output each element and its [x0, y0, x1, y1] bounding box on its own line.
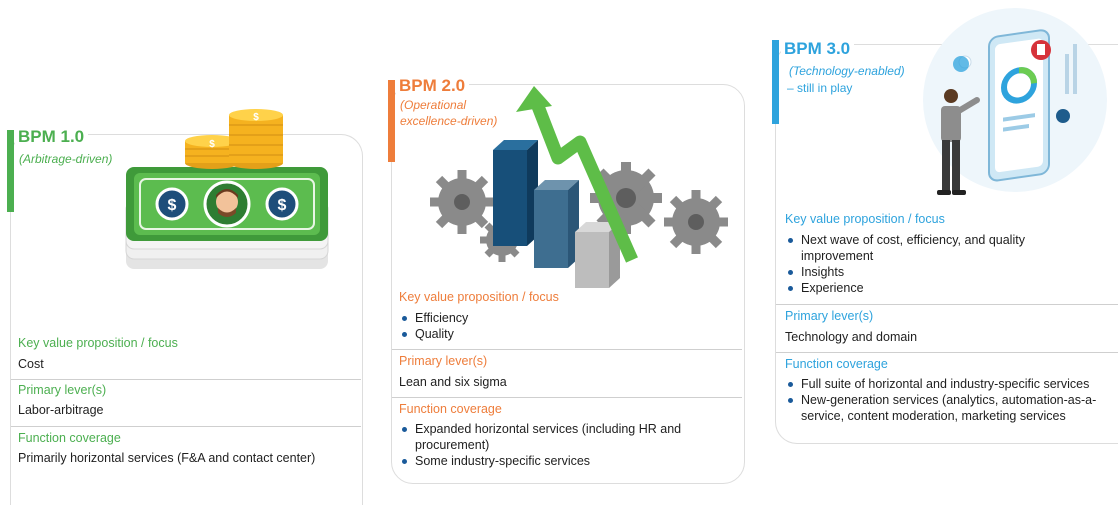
- bpm2-lever-heading: Primary lever(s): [399, 354, 488, 368]
- list-item: Some industry-specific services: [399, 453, 734, 469]
- svg-text:$: $: [168, 197, 177, 214]
- bpm2-coverage-heading: Function coverage: [399, 402, 502, 416]
- list-item: Quality: [399, 326, 729, 342]
- bpm1-divider-2: [11, 426, 361, 427]
- bpm2-title: BPM 2.0: [396, 77, 470, 95]
- list-item: Experience: [785, 280, 1085, 296]
- list-item: Next wave of cost, efficiency, and quali…: [785, 232, 1085, 264]
- bpm1-lever-heading: Primary lever(s): [18, 383, 107, 397]
- svg-text:$: $: [253, 112, 259, 123]
- bpm3-accent-bar: [772, 40, 779, 124]
- bpm3-coverage-heading: Function coverage: [785, 357, 888, 371]
- bpm2-subtitle-line2: excellence-driven): [400, 114, 498, 128]
- person-with-digital-screen-icon: [915, 4, 1115, 206]
- bpm1-divider-1: [11, 379, 361, 380]
- bpm1-coverage-body: Primarily horizontal services (F&A and c…: [18, 451, 316, 465]
- bpm3-title: BPM 3.0: [781, 40, 855, 58]
- bpm1-subtitle: (Arbitrage-driven): [19, 152, 113, 166]
- bpm2-value-list: Efficiency Quality: [399, 310, 729, 342]
- bpm3-subtitle: (Technology-enabled): [789, 64, 905, 78]
- list-item: Insights: [785, 264, 1085, 280]
- svg-text:$: $: [278, 197, 287, 214]
- bpm3-divider-1: [776, 304, 1118, 305]
- bpm3-lever-heading: Primary lever(s): [785, 309, 874, 323]
- bpm1-accent-bar: [7, 130, 14, 212]
- bpm3-lever-body: Technology and domain: [785, 330, 918, 344]
- bpm2-divider-2: [392, 397, 742, 398]
- bpm2-subtitle-line1: (Operational: [400, 98, 467, 112]
- bpm1-title: BPM 1.0: [15, 128, 89, 146]
- bpm2-value-heading: Key value proposition / focus: [399, 290, 559, 304]
- bpm2-coverage-list: Expanded horizontal services (including …: [399, 421, 734, 469]
- list-item: Efficiency: [399, 310, 729, 326]
- bpm2-divider-1: [392, 349, 742, 350]
- list-item: New-generation services (analytics, auto…: [785, 392, 1115, 424]
- bpm3-subtitle-2: – still in play: [787, 81, 853, 95]
- list-item: Full suite of horizontal and industry-sp…: [785, 376, 1115, 392]
- money-stack-icon: $ $ $ $: [120, 105, 335, 275]
- bpm1-value-heading: Key value proposition / focus: [18, 336, 178, 350]
- bpm3-value-list: Next wave of cost, efficiency, and quali…: [785, 232, 1085, 296]
- list-item: Expanded horizontal services (including …: [399, 421, 734, 453]
- bpm1-coverage-heading: Function coverage: [18, 431, 121, 445]
- growth-chart-gears-icon: [430, 82, 740, 292]
- bpm3-value-heading: Key value proposition / focus: [785, 212, 945, 226]
- bpm2-lever-body: Lean and six sigma: [399, 375, 507, 389]
- bpm2-accent-bar: [388, 80, 395, 162]
- bpm3-coverage-list: Full suite of horizontal and industry-sp…: [785, 376, 1115, 424]
- bpm1-value-body: Cost: [18, 357, 44, 371]
- bpm3-divider-2: [776, 352, 1118, 353]
- svg-text:$: $: [209, 139, 215, 150]
- bpm1-lever-body: Labor-arbitrage: [18, 403, 104, 417]
